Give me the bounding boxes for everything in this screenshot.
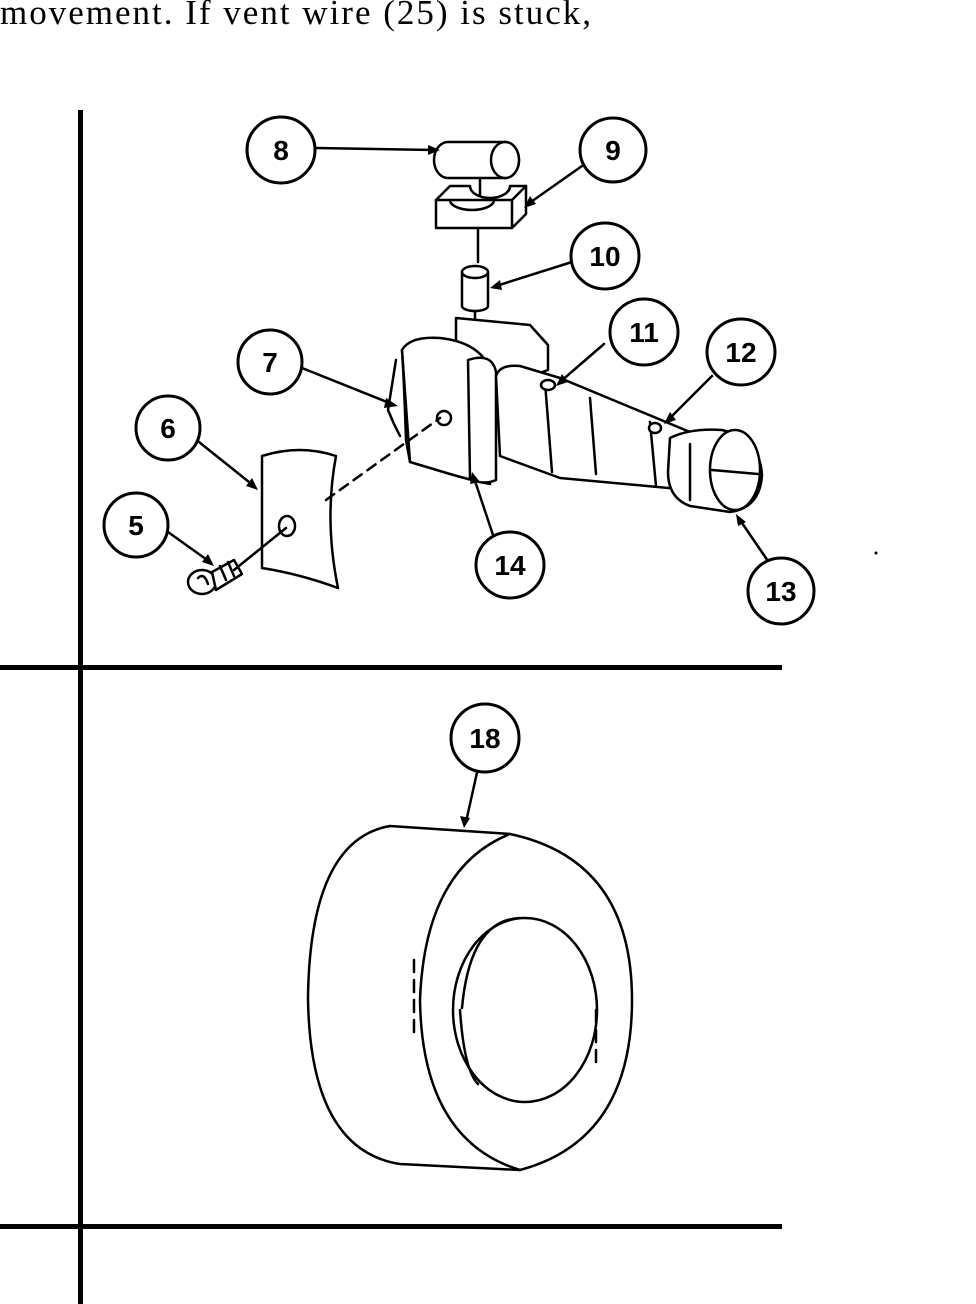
spacer-ring-illustration	[306, 824, 634, 1172]
callout-14-label: 14	[494, 550, 526, 581]
table-grid	[0, 110, 782, 1304]
part-saddle	[434, 184, 528, 230]
table-vertical-rule	[78, 110, 83, 1304]
table-row-divider-2	[0, 1224, 782, 1229]
part-cover-plate	[260, 448, 340, 590]
callout-11-label: 11	[629, 317, 659, 348]
callout-10: 10	[569, 221, 641, 291]
part-housing	[386, 316, 550, 486]
stray-ink-dot	[874, 551, 878, 555]
callout-13: 13	[746, 556, 816, 626]
callout-10-label: 10	[589, 241, 620, 272]
callout-18-label: 18	[469, 723, 500, 754]
callout-8: 8	[245, 115, 317, 185]
callout-8-label: 8	[273, 135, 289, 166]
callout-6: 6	[134, 394, 202, 462]
callout-18: 18	[449, 702, 521, 774]
part-spring	[460, 264, 490, 327]
callout-5: 5	[102, 491, 170, 559]
callout-7-label: 7	[262, 347, 278, 378]
callout-7: 7	[236, 328, 304, 396]
exploded-parts-illustration	[186, 140, 764, 596]
body-text-line: movement. If vent wire (25) is stuck,	[0, 0, 594, 32]
callout-6-label: 6	[160, 413, 176, 444]
callout-13-label: 13	[765, 576, 796, 607]
callout-9: 9	[578, 116, 648, 184]
alignment-dashed-line	[324, 416, 442, 502]
callout-12: 12	[705, 317, 777, 387]
part-screw	[186, 558, 244, 596]
screw-axis-line	[232, 526, 288, 572]
callout-11: 11	[608, 297, 680, 367]
callout-9-label: 9	[605, 135, 621, 166]
table-row-divider-1	[0, 665, 782, 670]
callout-14: 14	[474, 530, 546, 600]
callout-5-label: 5	[128, 510, 144, 541]
callout-12-label: 12	[725, 337, 756, 368]
leader-lines	[166, 145, 772, 828]
part-shaft	[494, 364, 764, 514]
